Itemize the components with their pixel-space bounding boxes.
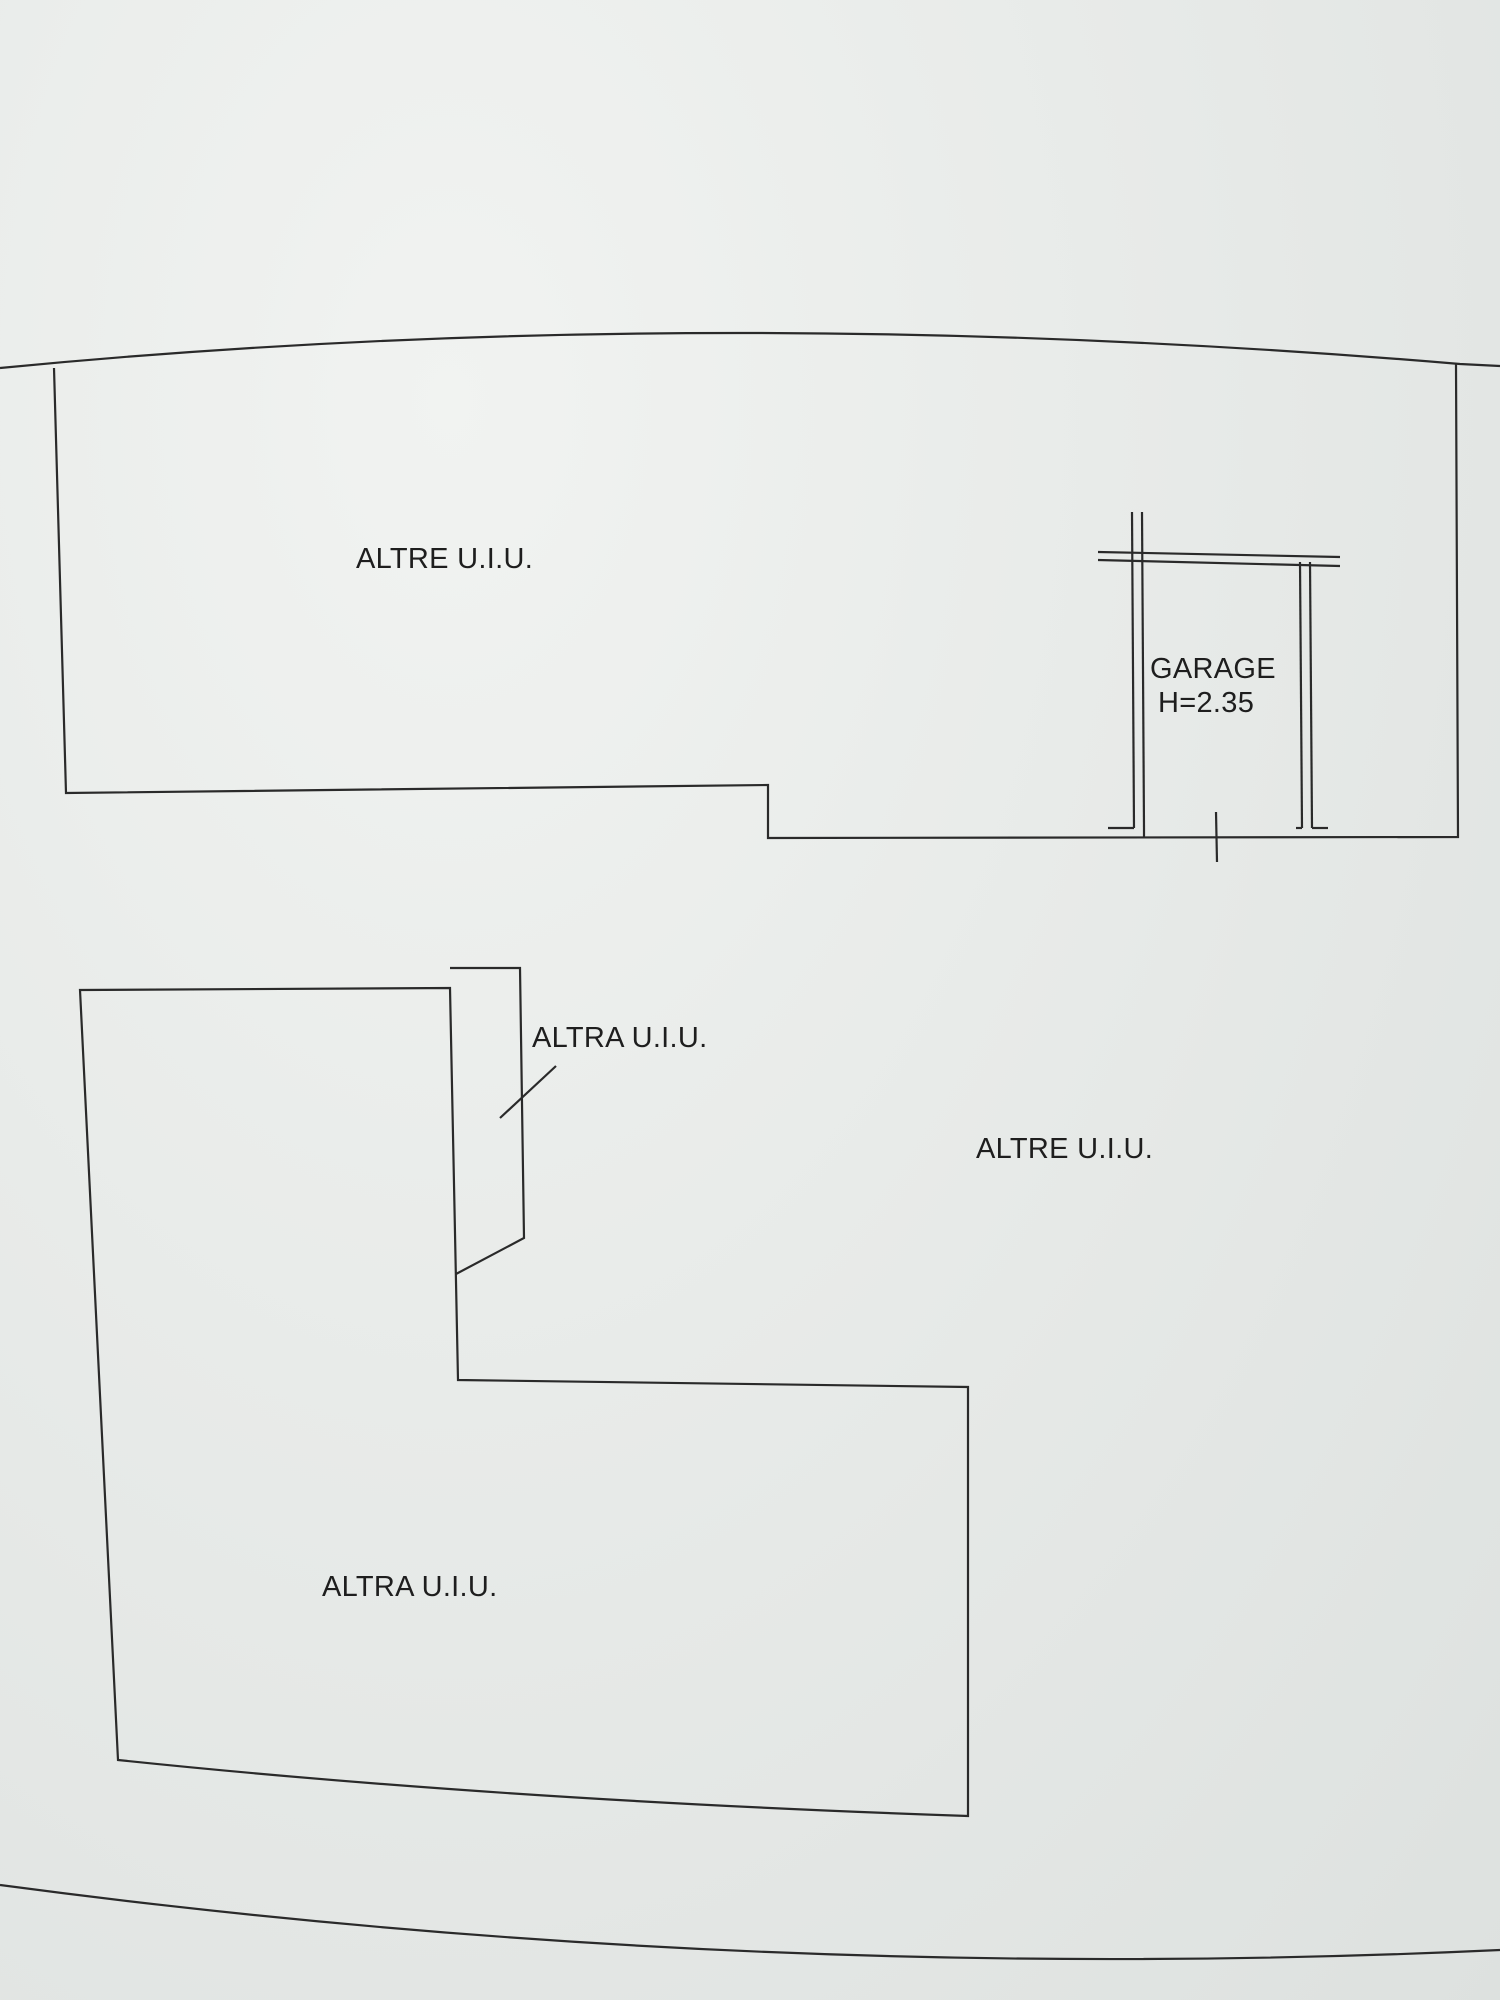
label-right-area-units: ALTRE U.I.U. — [976, 1133, 1153, 1165]
label-garage: GARAGE — [1150, 653, 1276, 685]
top-boundary-curve — [0, 331, 1500, 370]
lower-block-outline — [78, 986, 970, 1818]
label-small-unit: ALTRA U.I.U. — [532, 1022, 708, 1054]
small-unit-outline — [450, 966, 526, 1275]
garage-walls — [1097, 511, 1341, 863]
label-garage-height: H=2.35 — [1158, 687, 1254, 719]
label-upper-left-units: ALTRE U.I.U. — [356, 543, 533, 575]
bottom-boundary-curve — [0, 1883, 1500, 1961]
upper-block-outline — [52, 363, 1460, 840]
label-lower-left-unit: ALTRA U.I.U. — [322, 1571, 498, 1603]
small-unit-leader-line — [499, 1065, 557, 1119]
